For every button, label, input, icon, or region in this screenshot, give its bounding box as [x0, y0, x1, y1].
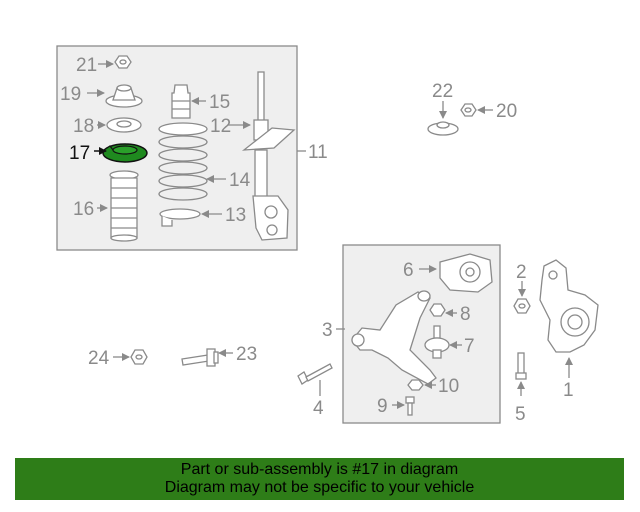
callout-22[interactable]: 22: [432, 81, 453, 102]
callout-20[interactable]: 20: [496, 101, 517, 122]
callout-1[interactable]: 1: [563, 380, 574, 401]
part-10-nut: [407, 379, 424, 391]
banner-line-1: Part or sub-assembly is #17 in diagram: [180, 461, 459, 478]
callout-14[interactable]: 14: [229, 170, 251, 191]
callout-16[interactable]: 16: [73, 199, 94, 220]
part-22-cap: [427, 121, 459, 136]
part-5-bolt: [515, 352, 527, 380]
callout-2[interactable]: 2: [516, 262, 527, 283]
part-6-bushing: [439, 253, 493, 293]
callout-8[interactable]: 8: [460, 304, 471, 325]
part-18-spring-seat: [106, 117, 142, 133]
part-9-bolt: [405, 396, 415, 416]
callout-19[interactable]: 19: [60, 84, 81, 105]
part-15-bump-stop: [171, 84, 191, 119]
part-20-nut: [460, 103, 477, 117]
part-4-bolt: [297, 363, 333, 385]
part-19-upper-mount: [105, 84, 143, 108]
callout-10[interactable]: 10: [438, 376, 459, 397]
callout-13[interactable]: 13: [225, 205, 246, 226]
banner-line-2: Diagram may not be specific to your vehi…: [164, 479, 475, 496]
callout-7[interactable]: 7: [464, 336, 475, 357]
part-13-lower-insulator: [159, 208, 201, 227]
part-24-nut: [130, 349, 148, 365]
part-1-knuckle: [539, 259, 599, 353]
callout-3[interactable]: 3: [322, 320, 333, 341]
part-7-ball-joint: [424, 325, 450, 359]
part-21-nut: [114, 55, 132, 69]
part-11-strut: [241, 71, 296, 241]
callout-12[interactable]: 12: [210, 116, 231, 137]
callout-11[interactable]: 11: [308, 142, 328, 163]
part-3-lower-arm: [351, 290, 437, 385]
info-banner: Part or sub-assembly is #17 in diagram D…: [15, 458, 624, 500]
callout-9[interactable]: 9: [377, 396, 388, 417]
callout-6[interactable]: 6: [403, 260, 414, 281]
part-8-nut: [429, 303, 446, 317]
callout-15[interactable]: 15: [209, 92, 230, 113]
callout-5[interactable]: 5: [515, 404, 526, 425]
callout-4[interactable]: 4: [313, 398, 324, 419]
callout-24[interactable]: 24: [88, 348, 110, 369]
callout-21[interactable]: 21: [76, 55, 97, 76]
part-17-insulator: [102, 143, 148, 163]
callout-18[interactable]: 18: [73, 116, 94, 137]
callout-17[interactable]: 17: [69, 143, 90, 164]
part-2-nut: [513, 298, 531, 314]
part-16-dust-boot: [109, 170, 139, 242]
callout-23[interactable]: 23: [236, 344, 257, 365]
part-23-bolt: [181, 348, 219, 367]
